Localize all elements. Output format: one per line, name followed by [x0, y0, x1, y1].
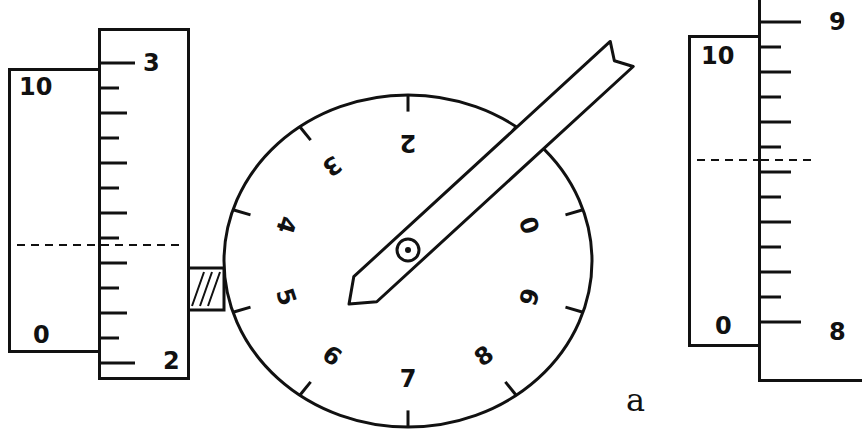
dial-pointer — [349, 41, 633, 304]
scale-number: 10 — [19, 75, 52, 99]
fixed-scale: 10 0 — [688, 35, 768, 347]
scale-number: 3 — [143, 51, 160, 75]
coupling-knob — [188, 268, 224, 310]
dial-number: 2 — [400, 131, 417, 155]
sliding-scale: 98 — [758, 0, 862, 382]
scale-marks — [761, 0, 862, 385]
scale-number: 8 — [829, 320, 846, 344]
scale-number: 2 — [163, 349, 180, 373]
scale-number: 10 — [701, 44, 734, 68]
scale-number: 9 — [829, 10, 846, 34]
scale-number: 0 — [715, 314, 732, 338]
scale-marks — [11, 71, 111, 356]
dial-face: 234567890 — [222, 93, 594, 429]
dial-number: 7 — [400, 367, 417, 391]
fixed-scale: 10 0 — [8, 68, 108, 353]
scale-number: 0 — [33, 323, 50, 347]
sliding-scale: 32 — [98, 28, 190, 380]
scale-marks — [101, 31, 193, 383]
figure-letter: a — [626, 384, 645, 416]
